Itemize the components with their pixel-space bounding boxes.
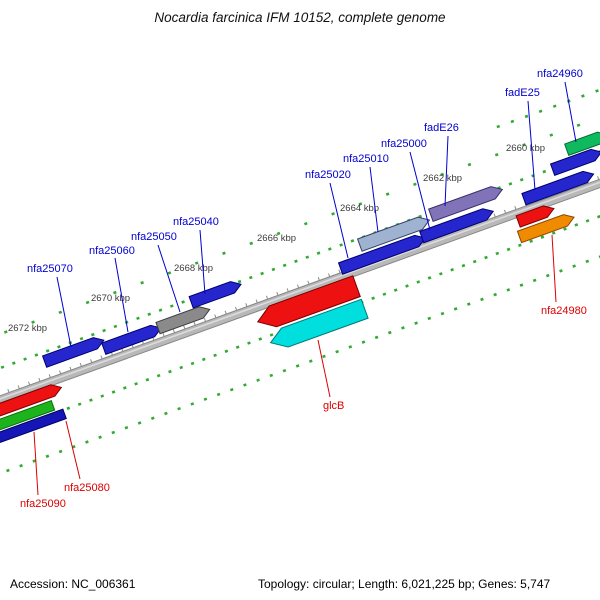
minor-tick (286, 288, 289, 292)
minor-tick (245, 303, 248, 307)
gene-nfa25070[interactable] (41, 335, 106, 368)
gene-nfa25050[interactable] (155, 304, 212, 335)
minor-tick (328, 273, 331, 277)
ruler-tick-label: 2670 kbp (91, 293, 130, 304)
gene-nfa24960[interactable] (564, 129, 600, 156)
gene-glcB-cyan[interactable] (267, 298, 369, 352)
minor-tick (69, 366, 72, 371)
leader-line-nfa25090 (33, 431, 39, 496)
leader-line-nfa24960 (564, 81, 577, 143)
ruler-tick-label: 2662 kbp (423, 173, 462, 184)
minor-tick (317, 276, 320, 281)
gene-nfa25090-green[interactable] (0, 399, 56, 438)
minor-tick (597, 176, 600, 180)
gene-nfa25060[interactable] (101, 322, 163, 356)
gene-label-nfa25060[interactable]: nfa25060 (89, 245, 135, 257)
leader-line-nfa25050 (157, 244, 181, 313)
ruler-tick-label: 2666 kbp (257, 233, 296, 244)
minor-tick (79, 362, 82, 367)
leader-line-nfa25070 (56, 276, 72, 348)
minor-tick (193, 321, 196, 326)
minor-tick (38, 377, 41, 382)
minor-tick (59, 370, 62, 374)
leader-line-nfa25040 (199, 229, 206, 295)
minor-tick (28, 381, 31, 386)
gene-label-nfa25020[interactable]: nfa25020 (305, 169, 351, 181)
rotated-track-layer (0, 78, 600, 487)
backbone-minor-ticks (7, 176, 600, 393)
minor-tick (214, 314, 217, 318)
gene-label-nfa25050[interactable]: nfa25050 (131, 231, 177, 243)
gene-glcB[interactable] (254, 275, 361, 332)
gene-label-nfa24980[interactable]: nfa24980 (541, 305, 587, 317)
minor-tick (503, 209, 507, 214)
leader-line-fadE26 (444, 135, 449, 207)
leader-line-nfa25020 (329, 182, 349, 259)
minor-tick (7, 389, 10, 393)
minor-tick (514, 206, 517, 210)
feature-dots-lower-dots (0, 190, 600, 451)
gene-nfa25080-navy[interactable] (0, 408, 67, 449)
feature-dots-lower-far-dots (0, 225, 600, 487)
minor-tick (100, 355, 103, 360)
gene-label-nfa25010[interactable]: nfa25010 (343, 153, 389, 165)
gene-nfa24980-red[interactable] (515, 203, 556, 228)
gene-fadE26[interactable] (428, 183, 505, 222)
gene-nfa25010[interactable] (356, 214, 432, 252)
minor-tick (90, 359, 93, 363)
topology-length-genes-text: Topology: circular; Length: 6,021,225 bp… (258, 577, 551, 591)
gene-label-nfa25070[interactable]: nfa25070 (27, 263, 73, 275)
gene-label-glcB[interactable]: glcB (323, 400, 344, 412)
leader-line-nfa25010 (369, 166, 379, 233)
minor-tick (493, 213, 496, 218)
gene-nfa25000[interactable] (419, 206, 496, 244)
minor-tick (162, 333, 165, 337)
gene-nfa25020[interactable] (337, 232, 428, 275)
minor-tick (183, 325, 186, 330)
minor-tick (224, 310, 227, 315)
minor-tick (265, 295, 269, 300)
gene-nfa24980-orange[interactable] (516, 212, 576, 244)
minor-tick (297, 284, 300, 289)
gene-upper-right-blue[interactable] (549, 146, 600, 176)
leader-line-nfa25060 (114, 257, 129, 333)
minor-tick (338, 269, 341, 274)
feature-dots-upper-sparse-dots (0, 102, 600, 364)
gene-label-nfa24960[interactable]: nfa24960 (537, 68, 583, 80)
gene-fadE25[interactable] (521, 168, 596, 206)
leader-line-fadE25 (527, 100, 536, 191)
leader-line-nfa25000 (409, 151, 431, 231)
leader-line-nfa25080 (65, 420, 81, 480)
gene-label-fadE25[interactable]: fadE25 (505, 87, 540, 99)
gene-label-nfa25080[interactable]: nfa25080 (64, 482, 110, 494)
minor-tick (203, 318, 207, 322)
gene-label-nfa25000[interactable]: nfa25000 (381, 138, 427, 150)
minor-tick (48, 374, 51, 378)
gene-label-nfa25040[interactable]: nfa25040 (173, 216, 219, 228)
minor-tick (255, 299, 258, 304)
accession-text: Accession: NC_006361 (10, 577, 136, 591)
gene-label-nfa25090[interactable]: nfa25090 (20, 498, 66, 510)
gene-nfa25040[interactable] (188, 279, 243, 309)
gene-nfa25090-red[interactable] (0, 382, 63, 425)
page-title: Nocardia farcinica IFM 10152, complete g… (154, 10, 446, 25)
feature-dots-upper-dots (0, 132, 600, 394)
leader-line-nfa24980 (551, 234, 557, 303)
minor-tick (307, 280, 310, 285)
leader-line-glcB (317, 339, 331, 398)
ruler-tick-label: 2664 kbp (340, 203, 379, 214)
gene-label-fadE26[interactable]: fadE26 (424, 122, 459, 134)
ruler-tick-label: 2660 kbp (506, 143, 545, 154)
label-layer: 2672 kbp 2670 kbp 2668 kbp 2666 kbp 2664 kbp… (8, 68, 587, 510)
minor-tick (234, 306, 238, 311)
backbone-highlight (0, 160, 600, 421)
minor-tick (17, 385, 20, 389)
ruler-tick-label: 2668 kbp (174, 263, 213, 274)
minor-tick (276, 291, 279, 296)
ruler-tick-label: 2672 kbp (8, 323, 47, 334)
minor-tick (172, 329, 176, 333)
